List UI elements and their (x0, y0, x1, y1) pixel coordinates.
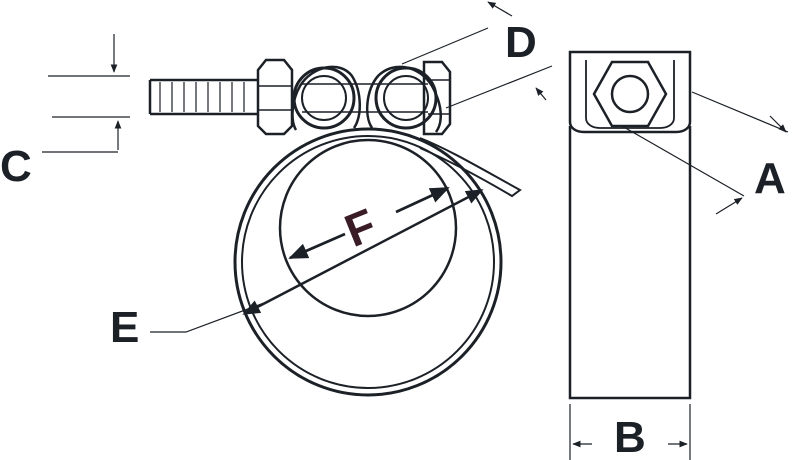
dimension-a (621, 91, 789, 215)
label-d: D (505, 18, 537, 67)
trunnion-left-inner (301, 75, 347, 121)
lock-nut (422, 60, 452, 136)
side-view: A B (568, 50, 789, 460)
dimension-f (288, 186, 450, 260)
side-housing (568, 50, 692, 134)
side-band-body (568, 126, 692, 400)
dimension-c (42, 34, 130, 153)
dimension-b (569, 404, 691, 460)
label-c: C (0, 142, 32, 191)
trunnion-left-outer (292, 66, 356, 130)
side-bolt-end (610, 74, 650, 114)
dimension-d (401, 1, 553, 109)
front-view: C D E F (0, 1, 553, 397)
bolt-head-nut (256, 58, 294, 136)
bolt-shank (148, 78, 428, 116)
band-tail (419, 137, 522, 198)
label-a: A (754, 154, 786, 203)
band-inner-ring (241, 135, 495, 389)
label-e: E (110, 303, 139, 352)
label-b: B (614, 413, 646, 460)
dimension-e (150, 188, 484, 333)
trunnion-right-inner (383, 75, 429, 121)
label-f: F (338, 198, 384, 257)
side-hex-nut (592, 60, 668, 128)
trunnion-right-outer (374, 66, 438, 130)
band-outer-ring (233, 127, 503, 397)
